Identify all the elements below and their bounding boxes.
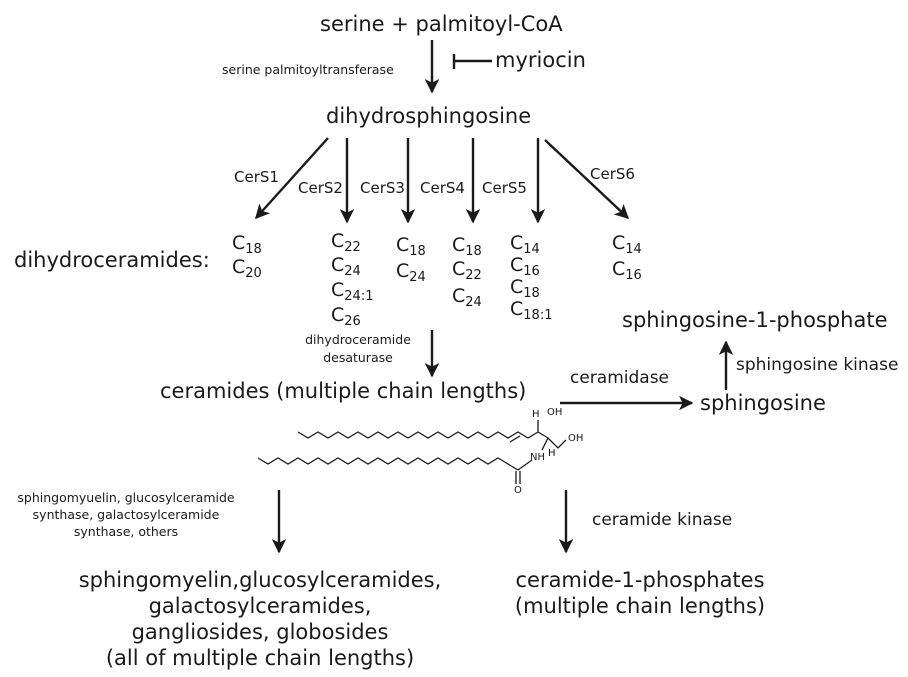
s1p-label: sphingosine-1-phosphate [622,308,888,332]
chain-length: C18 [396,234,426,259]
cers4-label: CerS4 [420,179,465,197]
atom-nh: NH [530,452,545,463]
complex-products-line1: sphingomyelin,glucosylceramides, [78,568,442,592]
sphingosine-label: sphingosine [700,391,826,415]
complex-products-line2: galactosylceramides, [148,594,372,618]
dihydroceramides-label: dihydroceramides: [14,248,210,272]
complex-enzymes-label: sphingomyuelin, glucosylceramide synthas… [17,490,235,539]
sphingosine-kinase-label: sphingosine kinase [736,355,899,375]
chain-length: C22 [452,258,482,283]
desaturase-label-line2: desaturase [323,350,393,365]
arrow-cers6 [544,139,630,219]
chain-length: C26 [331,304,361,329]
atom-oh-right: OH [568,433,584,444]
cers3-label: CerS3 [360,179,405,197]
substrates-label: serine + palmitoyl-CoA [320,12,563,36]
c1p-line2: (multiple chain lengths) [514,594,766,618]
desaturase-label-line1: dihydroceramide [305,332,411,347]
atom-oh-top: OH [547,407,563,418]
ceramides-label: ceramides (multiple chain lengths) [160,379,527,403]
acyl-chain [257,457,519,471]
chain-length: C24 [452,285,482,310]
complex-products-line4: (all of multiple chain lengths) [105,646,415,670]
complex-products-line3: gangliosides, globosides [131,620,389,644]
ceramidase-label: ceramidase [570,368,670,388]
sphingoid-chain [297,431,539,439]
chain-length: C14 [612,232,642,257]
chain-length: C20 [232,256,262,281]
spt-enzyme-label: serine palmitoyltransferase [222,62,394,77]
ceramide-kinase-label: ceramide kinase [592,510,733,530]
arrow-cers1 [255,137,329,220]
cers5-label: CerS5 [482,179,527,197]
dihydrosphingosine-label: dihydrosphingosine [326,104,532,128]
c1p-line1: ceramide-1-phosphates [515,568,765,592]
headgroup-bonds [537,431,567,449]
myriocin-label: myriocin [495,48,586,72]
amide-bond [517,459,533,471]
atom-o: O [514,485,522,496]
chain-length: C16 [510,254,540,279]
double-bond [509,435,521,443]
nh-bond [541,437,549,451]
chain-length: C18 [232,232,262,257]
ceramide-structure [257,420,567,484]
atom-h-nh: H [548,448,556,459]
cers2-label: CerS2 [298,179,343,197]
chain-length: C18:1 [510,298,553,323]
chain-length: C18 [510,276,540,301]
chain-length: C24 [396,260,426,285]
chain-length: C22 [331,230,361,255]
cers6-label: CerS6 [590,165,635,183]
cers1-label: CerS1 [234,168,279,186]
chain-length: C16 [612,258,642,283]
chain-length: C18 [452,234,482,259]
chain-length: C24 [331,254,361,279]
chain-length: C14 [510,232,540,257]
atom-h-top: H [532,409,540,420]
chain-length: C24:1 [331,279,374,304]
